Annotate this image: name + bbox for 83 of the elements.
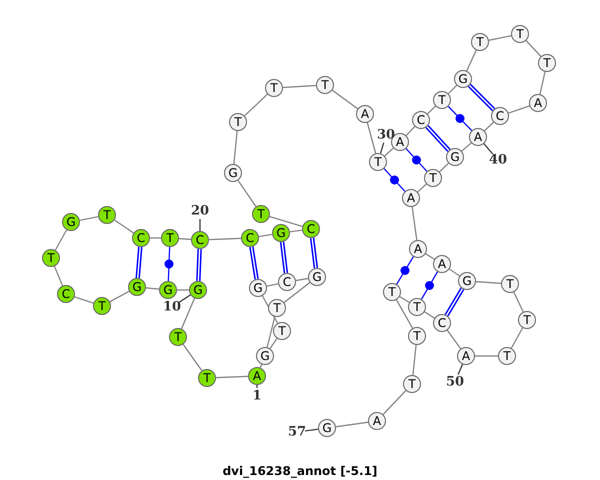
backbone-line: [182, 344, 202, 371]
backbone-line: [114, 220, 134, 234]
double-pair-line: [249, 246, 259, 280]
double-pair-line: [425, 125, 451, 152]
backbone-line: [399, 296, 410, 303]
backbone-line: [296, 278, 308, 282]
backbone-line: [266, 316, 276, 348]
double-pair-line: [196, 248, 202, 282]
position-number: 10: [162, 300, 182, 314]
backbone-line: [382, 390, 406, 415]
base-pair-line: [448, 106, 472, 131]
base-pair-line: [421, 271, 438, 300]
double-pair-line: [468, 84, 496, 112]
base-pair-line: [168, 246, 170, 282]
backbone-line: [332, 90, 358, 110]
backbone-line: [177, 289, 189, 291]
backbone-line: [208, 238, 242, 240]
position-number: 40: [488, 154, 508, 166]
backbone-line: [466, 50, 477, 72]
backbone-line: [54, 230, 68, 250]
backbone-line: [238, 180, 256, 207]
leader-line: [483, 143, 494, 154]
leader-line: [199, 219, 201, 231]
backbone-line: [446, 330, 462, 350]
backbone-line: [74, 296, 94, 304]
backbone-line: [269, 216, 303, 227]
backbone-line: [178, 238, 192, 240]
backbone-line: [425, 253, 435, 260]
backbone-line: [539, 72, 546, 94]
base-pair-line: [396, 256, 414, 285]
backbone-line: [216, 376, 248, 378]
double-pair-line: [444, 288, 464, 316]
backbone-line: [110, 290, 130, 302]
backbone-line: [439, 162, 449, 172]
backbone-line: [449, 268, 460, 276]
backbone-line: [488, 35, 512, 41]
backbone-line: [508, 105, 530, 114]
backbone-line: [244, 94, 268, 116]
leader-line: [380, 142, 384, 154]
backbone-line: [510, 328, 524, 348]
double-pair-line: [280, 242, 288, 274]
caption: dvi_16238_annot [-5.1]: [222, 463, 378, 480]
backbone-line: [476, 281, 502, 284]
backbone-line: [270, 338, 278, 349]
leader-line: [178, 294, 191, 304]
backbone-line: [427, 106, 436, 114]
backbone-line: [233, 130, 238, 164]
backbone-line: [396, 300, 414, 328]
backbone-line: [526, 40, 542, 57]
backbone-line: [150, 237, 161, 239]
base-pair-line: [406, 148, 428, 172]
base-pair-line: [384, 168, 406, 192]
backbone-line: [258, 234, 272, 238]
double-pair-line: [310, 238, 318, 268]
backbone-line: [146, 287, 160, 290]
backbone-line: [180, 298, 196, 329]
backbone-line: [284, 282, 310, 303]
backbone-line: [412, 206, 418, 240]
backbone-line: [290, 230, 302, 232]
backbone-line: [475, 355, 498, 357]
backbone-line: [366, 122, 376, 154]
backbone-line: [424, 311, 435, 319]
backbone-line: [262, 296, 278, 324]
backbone-line: [448, 84, 458, 94]
backbone-line: [384, 148, 394, 156]
leader-line: [304, 428, 318, 432]
double-pair-line: [136, 246, 142, 278]
backbone-line: [80, 216, 98, 221]
backbone-line: [266, 283, 278, 287]
position-number: 1: [252, 390, 262, 402]
backbone-line: [412, 344, 417, 376]
backbone-line: [417, 184, 427, 192]
position-number: 50: [446, 376, 464, 388]
leader-line: [458, 364, 464, 375]
backbone-line: [461, 142, 472, 152]
backbone-line: [513, 292, 524, 312]
backbone-line: [406, 126, 416, 136]
backbone-line: [484, 122, 494, 132]
position-number: 57: [288, 426, 306, 438]
backbone-line: [54, 266, 64, 286]
backbone-line: [282, 84, 316, 88]
position-number: 20: [190, 204, 210, 218]
backbone-line: [336, 422, 368, 428]
